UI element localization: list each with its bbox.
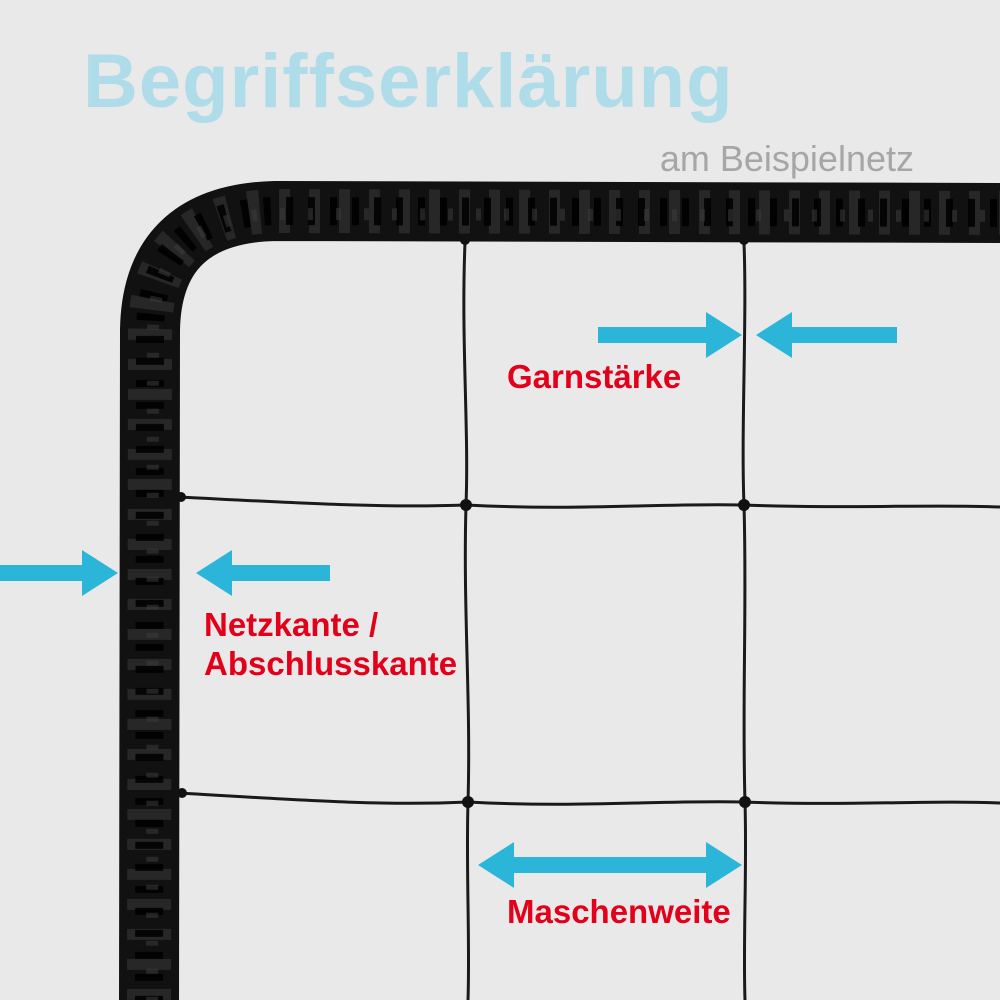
garnstaerke-arrow-right — [756, 312, 897, 358]
rope-braid-texture — [127, 188, 1000, 1000]
netzkante-arrow-right — [196, 550, 330, 596]
net-knot — [739, 796, 751, 808]
net-knot — [177, 788, 187, 798]
net-knot — [462, 796, 474, 808]
netzkante-arrow-left — [0, 550, 118, 596]
measure-arrows — [0, 312, 897, 888]
net-knot — [738, 499, 750, 511]
net-line-horizontal-1 — [177, 495, 1000, 509]
net-border-rope — [119, 180, 1000, 1000]
net-line-horizontal-2 — [178, 791, 1000, 806]
label-netzkante: Netzkante / Abschlusskante — [204, 606, 458, 682]
garnstaerke-arrow-left — [598, 312, 742, 358]
label-maschenweite: Maschenweite — [507, 893, 731, 930]
net-line-vertical-1 — [462, 242, 471, 1000]
label-garnstaerke: Garnstärke — [507, 358, 682, 395]
net-line-vertical-2 — [741, 242, 748, 1000]
page-title: Begriffserklärung — [83, 39, 734, 124]
net-knot — [460, 499, 472, 511]
maschenweite-arrow — [478, 842, 742, 888]
page-subtitle: am Beispielnetz — [659, 138, 914, 179]
